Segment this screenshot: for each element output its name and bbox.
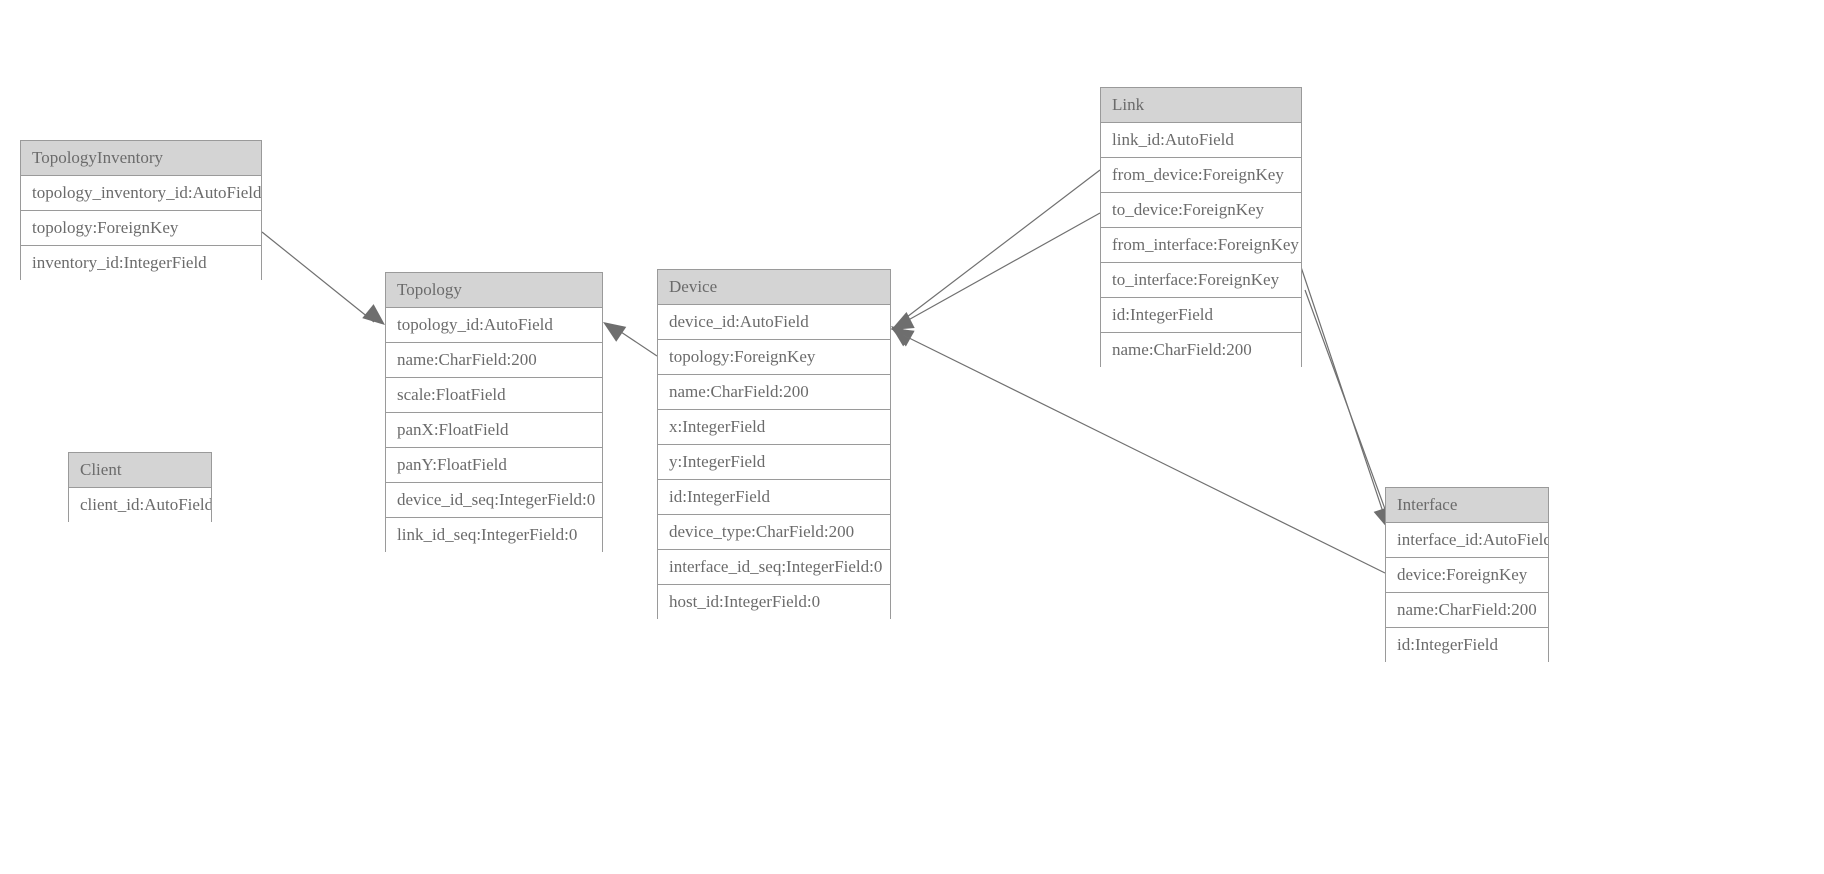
entity-field-topology-2[interactable]: scale:FloatField (386, 378, 602, 413)
edge-line (614, 327, 658, 357)
edge-line (902, 212, 1101, 324)
entity-field-topology-4[interactable]: panY:FloatField (386, 448, 602, 483)
relationship-link-to_device (891, 212, 1101, 347)
entity-field-device-3[interactable]: x:IntegerField (658, 410, 890, 445)
relationship-device-topology (603, 322, 658, 357)
edge-line (1304, 289, 1390, 521)
entity-field-device-4[interactable]: y:IntegerField (658, 445, 890, 480)
edge-line (261, 231, 375, 323)
entity-field-topology_inventory-0[interactable]: topology_inventory_id:AutoField (21, 176, 261, 211)
entity-field-topology_inventory-2[interactable]: inventory_id:IntegerField (21, 246, 261, 281)
entity-field-topology-6[interactable]: link_id_seq:IntegerField:0 (386, 518, 602, 553)
entity-field-link-0[interactable]: link_id:AutoField (1101, 123, 1301, 158)
entity-title-client: Client (69, 453, 211, 488)
edge-line (1297, 257, 1386, 519)
entity-field-link-6[interactable]: name:CharField:200 (1101, 333, 1301, 368)
relationship-topologyinventory-topology (261, 231, 385, 325)
entity-field-interface-2[interactable]: name:CharField:200 (1386, 593, 1548, 628)
entity-field-device-6[interactable]: device_type:CharField:200 (658, 515, 890, 550)
entity-field-device-2[interactable]: name:CharField:200 (658, 375, 890, 410)
entity-field-client-0[interactable]: client_id:AutoField (69, 488, 211, 523)
entity-field-device-1[interactable]: topology:ForeignKey (658, 340, 890, 375)
entity-field-device-8[interactable]: host_id:IntegerField:0 (658, 585, 890, 620)
edge-line (902, 169, 1101, 321)
entity-field-topology-0[interactable]: topology_id:AutoField (386, 308, 602, 343)
entity-field-topology_inventory-1[interactable]: topology:ForeignKey (21, 211, 261, 246)
arrowhead-icon (891, 311, 915, 330)
entity-title-topology_inventory: TopologyInventory (21, 141, 261, 176)
relationship-link-from_interface (1297, 257, 1391, 530)
entity-field-device-7[interactable]: interface_id_seq:IntegerField:0 (658, 550, 890, 585)
entity-title-topology: Topology (386, 273, 602, 308)
entity-field-topology-5[interactable]: device_id_seq:IntegerField:0 (386, 483, 602, 518)
entity-field-link-5[interactable]: id:IntegerField (1101, 298, 1301, 333)
entity-field-topology-3[interactable]: panX:FloatField (386, 413, 602, 448)
entity-field-link-3[interactable]: from_interface:ForeignKey (1101, 228, 1301, 263)
entity-field-device-5[interactable]: id:IntegerField (658, 480, 890, 515)
entity-field-interface-1[interactable]: device:ForeignKey (1386, 558, 1548, 593)
entity-field-link-4[interactable]: to_interface:ForeignKey (1101, 263, 1301, 298)
edge-line (902, 334, 1386, 574)
entity-field-link-1[interactable]: from_device:ForeignKey (1101, 158, 1301, 193)
entity-title-interface: Interface (1386, 488, 1548, 523)
entity-field-interface-0[interactable]: interface_id:AutoField (1386, 523, 1548, 558)
entity-field-device-0[interactable]: device_id:AutoField (658, 305, 890, 340)
entity-field-interface-3[interactable]: id:IntegerField (1386, 628, 1548, 663)
relationship-link-from_device (891, 169, 1101, 347)
entity-field-link-2[interactable]: to_device:ForeignKey (1101, 193, 1301, 228)
entity-field-topology-1[interactable]: name:CharField:200 (386, 343, 602, 378)
entity-title-device: Device (658, 270, 890, 305)
entity-title-link: Link (1101, 88, 1301, 123)
